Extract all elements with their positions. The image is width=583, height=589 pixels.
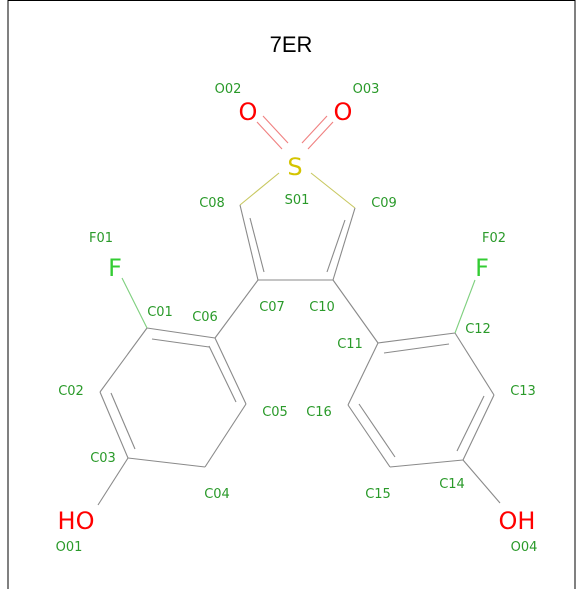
element-o01: HO xyxy=(58,507,95,535)
bond-c02-c03 xyxy=(99,391,129,459)
element-o03: O xyxy=(334,98,353,126)
atom-label-c09: C09 xyxy=(371,196,397,211)
atom-label-c13: C13 xyxy=(510,384,536,399)
bond-s01-o02-b xyxy=(262,115,289,144)
bond-c13-c14 xyxy=(462,394,495,461)
element-f02: F xyxy=(475,254,489,282)
atom-label-c07: C07 xyxy=(259,300,285,315)
element-o04: OH xyxy=(499,507,536,535)
atom-labels: O02 O03 S01 C08 C09 F01 F02 C01 C06 C07 … xyxy=(56,82,538,555)
bond-c05-c06 xyxy=(214,337,247,405)
bond-c06-c01 xyxy=(146,327,216,339)
bond-c01-c02 xyxy=(99,327,148,393)
bond-c08-c07-inner xyxy=(249,217,265,273)
atom-label-c04: C04 xyxy=(204,487,230,502)
atom-label-o01: O01 xyxy=(56,540,83,555)
bond-c07-c06 xyxy=(214,279,259,339)
atom-label-f01: F01 xyxy=(89,231,113,246)
bond-c02-c03-inner xyxy=(110,392,136,450)
bond-c15-c16-inner xyxy=(358,403,396,458)
atom-label-c12: C12 xyxy=(465,322,491,337)
bond-c12-f02 xyxy=(454,279,476,334)
bond-s01-o03-a xyxy=(307,121,334,150)
bond-c14-c15 xyxy=(389,459,464,468)
bond-c15-c16 xyxy=(347,404,391,468)
bond-c09-c10 xyxy=(332,207,356,281)
atom-label-c14: C14 xyxy=(439,477,465,492)
atom-label-o04: O04 xyxy=(511,540,538,555)
atom-label-c02: C02 xyxy=(58,384,84,399)
atom-label-c05: C05 xyxy=(262,405,288,420)
atom-label-c15: C15 xyxy=(365,487,391,502)
bond-s01-c09 xyxy=(310,172,356,209)
atom-label-s01: S01 xyxy=(285,193,310,208)
bond-c06-c01-inner xyxy=(151,338,210,348)
bond-c01-f01 xyxy=(121,277,148,329)
bond-c11-c12-inner xyxy=(383,343,450,354)
element-f01: F xyxy=(108,254,122,282)
bond-c11-c12 xyxy=(377,332,456,344)
bond-c03-c04 xyxy=(127,457,206,468)
bond-s01-o02-a xyxy=(256,121,283,150)
atom-label-f02: F02 xyxy=(482,231,506,246)
bond-c10-c11 xyxy=(332,279,379,344)
atom-label-c10: C10 xyxy=(309,300,335,315)
molecule-title: 7ER xyxy=(270,32,313,57)
bond-c05-c06-inner xyxy=(208,345,237,403)
bond-c12-c13 xyxy=(454,332,495,396)
atom-label-o02: O02 xyxy=(215,82,242,97)
bond-c16-c11 xyxy=(347,342,379,406)
atom-label-c06: C06 xyxy=(192,310,218,325)
bond-c04-c05 xyxy=(204,403,247,468)
bond-c13-c14-inner xyxy=(456,395,485,452)
atom-label-c03: C03 xyxy=(90,451,116,466)
atom-label-o03: O03 xyxy=(353,82,380,97)
bond-c03-o01 xyxy=(97,457,129,506)
bond-s01-o03-b xyxy=(301,115,328,144)
bond-c14-o04 xyxy=(462,459,501,504)
bonds xyxy=(97,115,501,506)
bond-s01-c08 xyxy=(239,172,280,206)
element-o02: O xyxy=(239,98,258,126)
atom-label-c01: C01 xyxy=(147,305,173,320)
element-symbols: O O S F F HO OH xyxy=(58,98,536,535)
atom-label-c08: C08 xyxy=(199,196,225,211)
bond-c08-c07 xyxy=(239,204,259,281)
atom-label-c16: C16 xyxy=(306,405,332,420)
element-s01: S xyxy=(287,153,302,181)
atom-label-c11: C11 xyxy=(337,337,363,352)
bond-c09-c10-inner xyxy=(326,219,346,273)
